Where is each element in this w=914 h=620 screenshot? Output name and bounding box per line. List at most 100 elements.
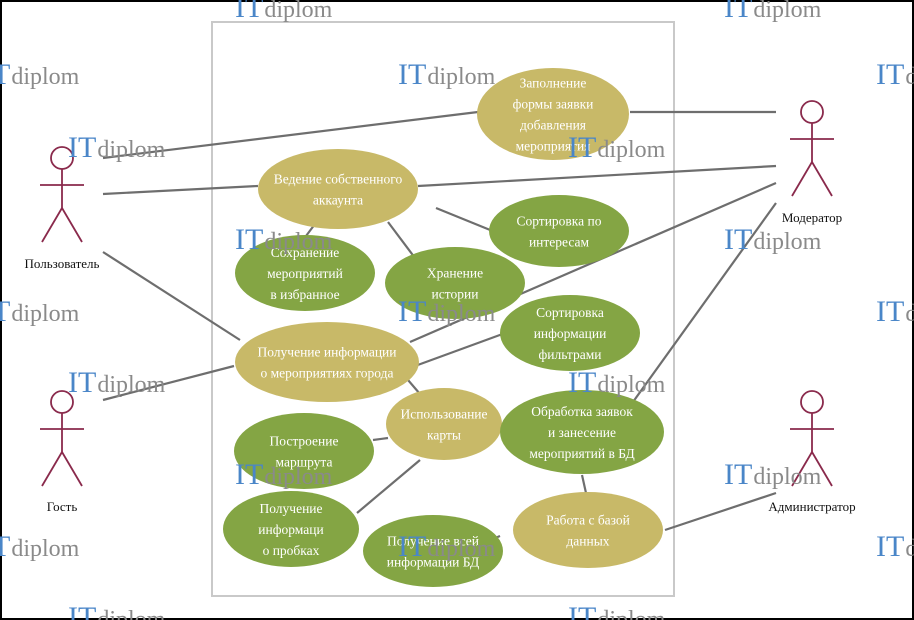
watermark-prefix: IT [0,530,10,563]
association-line [619,202,777,421]
use-case-ellipse [363,515,503,587]
watermark-prefix: IT [235,0,263,24]
use-case-ellipse [386,388,502,460]
watermark: ITdiplom [235,223,333,256]
actor-figure-icon [790,390,834,487]
association-line [356,459,421,514]
watermark: ITdiplom [0,530,80,563]
watermark-text: ITdiplom [0,530,80,563]
watermark-text: ITdiplom [398,58,496,91]
use-case-label: о пробках [263,543,320,558]
watermark-text: ITdiplom [398,530,496,563]
watermark-suffix: diplom [753,229,821,255]
watermark-suffix: diplom [11,536,79,562]
watermark: ITdiplom [68,366,166,399]
use-case-label: Сортировка [536,305,604,320]
watermark: ITdiplom [876,530,914,563]
use-case-label: информации [534,326,607,341]
watermark-suffix: diplom [753,464,821,490]
use-case-label: Хранение [427,266,483,281]
watermark-prefix: IT [876,530,904,563]
watermark-suffix: diplom [427,301,495,327]
watermark: ITdiplom [398,295,496,328]
use-case-label: Получение информации [257,345,396,360]
use-case-label: информаци [258,522,323,537]
watermark-text: ITdiplom [568,601,666,620]
watermark-suffix: diplom [97,137,165,163]
watermark-suffix: diplom [97,372,165,398]
watermark-suffix: diplom [264,0,332,23]
watermark-prefix: IT [876,58,904,91]
watermark-text: ITdiplom [68,601,166,620]
use-case-label: мероприятий в БД [529,446,634,461]
actor-figure-icon [40,146,84,243]
watermark-prefix: IT [398,295,426,328]
watermark-suffix: diplom [905,64,914,90]
watermark: ITdiplom [68,131,166,164]
watermark-suffix: diplom [427,64,495,90]
watermark-suffix: diplom [264,464,332,490]
watermark-text: ITdiplom [235,223,333,256]
watermark: ITdiplom [724,0,822,24]
watermark-suffix: diplom [905,301,914,327]
watermark: ITdiplom [724,458,822,491]
use-case-ellipse [489,195,629,267]
watermark-prefix: IT [398,58,426,91]
watermark-text: ITdiplom [876,530,914,563]
watermark-suffix: diplom [11,301,79,327]
watermark-suffix: diplom [905,536,914,562]
watermark-text: ITdiplom [876,58,914,91]
association-line [102,184,259,196]
use-case-map: Использование карты [386,388,502,460]
watermark: ITdiplom [568,366,666,399]
actor-figure-icon [790,100,834,197]
use-case-label: данных [566,534,609,549]
use-case-label: Получение всей [387,534,479,549]
watermark-prefix: IT [568,601,596,620]
use-case-ellipse [477,68,629,160]
watermark-text: ITdiplom [724,458,822,491]
actor-moderator: Модератор [782,100,842,225]
watermark-text: ITdiplom [0,58,80,91]
watermark-prefix: IT [0,58,10,91]
watermark: ITdiplom [0,295,80,328]
watermark-prefix: IT [0,295,10,328]
watermark-text: ITdiplom [0,295,80,328]
use-case-ellipse [234,413,374,489]
watermark-text: ITdiplom [235,458,333,491]
watermark-text: ITdiplom [68,131,166,164]
use-case-ellipse [235,235,375,311]
watermark: ITdiplom [876,295,914,328]
watermark-text: ITdiplom [568,366,666,399]
watermark-suffix: diplom [264,229,332,255]
association-line [580,474,588,494]
use-case-label: интересам [529,235,590,250]
watermark-text: ITdiplom [568,131,666,164]
use-case-label: Построение [270,434,339,449]
association-line [664,491,777,532]
use-case-label: Обработка заявок [531,404,633,419]
watermark-prefix: IT [568,131,596,164]
watermark: ITdiplom [68,601,166,620]
system-boundary [211,21,675,597]
use-case-label: добавления [520,118,586,133]
actor-label: Пользователь [25,256,100,271]
watermark: ITdiplom [235,458,333,491]
association-line [102,251,241,341]
watermark-suffix: diplom [597,137,665,163]
watermark-text: ITdiplom [398,295,496,328]
use-case-label: Использование [400,407,487,422]
watermark: ITdiplom [398,58,496,91]
watermark: ITdiplom [398,530,496,563]
association-line [417,164,777,188]
use-case-label: карты [427,428,461,443]
watermark-text: ITdiplom [724,0,822,24]
use-case-ellipse [513,492,663,568]
watermark: ITdiplom [568,131,666,164]
use-case-label: Заполнение [520,76,587,91]
use-case-label: аккаунта [313,193,363,208]
association-line [407,379,421,395]
